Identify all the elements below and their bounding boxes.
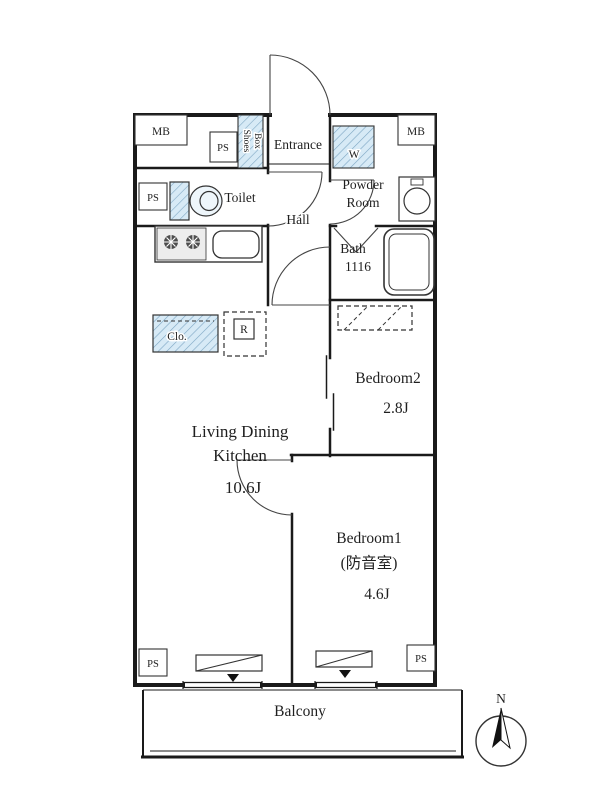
bedroom2-closet-diag-2 [377, 305, 403, 331]
label-powder-line2: Room [346, 195, 380, 210]
bedroom1-window-step-diag [315, 650, 373, 668]
toilet-bowl [189, 185, 223, 217]
pipe-space-top [209, 131, 238, 163]
label-bedroom1-size: 4.6J [364, 586, 389, 603]
label-bedroom2-size: 2.8J [383, 400, 408, 417]
windows [182, 681, 378, 689]
label-powder-line1: Powder [342, 177, 384, 192]
label-fridge: R [240, 324, 248, 336]
meter-box-right [397, 114, 436, 146]
meter-box-left [134, 114, 188, 146]
label-ldk-line1: Living Dining [192, 422, 289, 441]
label-mb-left: MB [152, 126, 170, 138]
label-entrance: Entrance [274, 137, 322, 152]
label-shoes-line1: Shoes [241, 130, 251, 153]
label-balcony: Balcony [274, 703, 326, 720]
toilet-tank [169, 181, 190, 221]
washbasin-tap [410, 178, 424, 186]
service-boxes [134, 114, 436, 677]
washer-space [332, 125, 375, 169]
toilet-door-arc [267, 171, 323, 227]
ldk-window-marker-icon [227, 674, 239, 682]
pipe-space-bottom-right [406, 644, 436, 672]
bedroom2-closet-dashed [337, 305, 413, 331]
label-bedroom1: Bedroom1 [336, 530, 401, 547]
ldk-window-step-diag [195, 654, 263, 672]
fixtures [152, 176, 436, 682]
compass [475, 707, 527, 767]
powder-door-arc [329, 179, 375, 225]
label-closet: Clo. [167, 331, 187, 343]
label-mb-right: MB [407, 126, 425, 138]
washbasin-bowl [403, 187, 431, 215]
label-bedroom2: Bedroom2 [355, 370, 420, 387]
label-ldk-size: 10.6J [225, 478, 262, 497]
label-bath-line1: Bath [340, 241, 366, 256]
bedroom2-closet-diag-1 [343, 305, 369, 331]
bathtub [383, 228, 435, 296]
label-shoes-line2: Box [252, 133, 262, 149]
bathtub-inner [388, 233, 430, 291]
bedroom1-door-arc [236, 459, 293, 516]
shoes-box [237, 114, 264, 169]
fridge-label-box [233, 318, 255, 340]
label-north: N [496, 691, 506, 706]
label-ps-top: PS [217, 143, 229, 154]
label-bedroom1-note: (防音室) [341, 554, 398, 572]
label-bath-line2: 1116 [345, 259, 371, 274]
label-ldk-line2: Kitchen [213, 446, 267, 465]
label-ps-bottom-left: PS [147, 659, 159, 670]
kitchen-sink [212, 230, 260, 259]
toilet-bowl-inner [199, 190, 219, 212]
label-washer: W [349, 149, 360, 161]
pipe-space-toilet [138, 182, 168, 211]
label-ps-bottom-right: PS [415, 654, 427, 665]
pipe-space-bottom-left [138, 648, 168, 677]
labels: MB PS Shoes Box Entrance W MB PS Toilet … [147, 126, 506, 720]
entrance-door-arc [269, 54, 331, 116]
balcony-walls [141, 689, 464, 759]
compass-needle-light [500, 707, 511, 750]
fridge-space-dashed [223, 311, 267, 357]
interior-walls [133, 113, 437, 687]
stove-burner-spokes [164, 235, 178, 249]
bedroom1-window-marker-icon [339, 670, 351, 678]
bath-folding-door [333, 227, 379, 253]
doors [236, 54, 379, 516]
stove-burner-spokes [186, 235, 200, 249]
label-hall: Hall [286, 212, 309, 227]
ldk-door-arc [271, 246, 331, 306]
label-ps-toilet: PS [147, 193, 159, 204]
label-toilet: Toilet [224, 190, 256, 205]
compass-needle-dark [492, 708, 501, 748]
